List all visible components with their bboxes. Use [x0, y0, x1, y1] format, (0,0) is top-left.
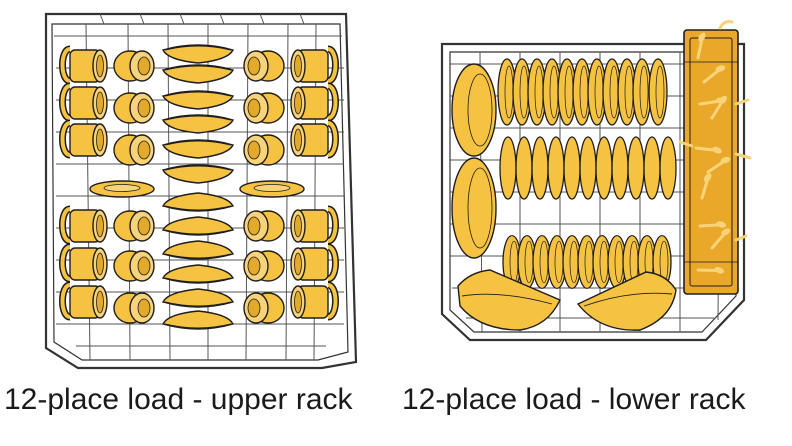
bowl-icon — [162, 264, 234, 284]
saucer-icon — [89, 180, 155, 198]
upper-bottom-bowl-stack — [162, 192, 234, 330]
plate-icon — [627, 136, 645, 200]
mug-icon — [63, 285, 108, 318]
bowl-icon — [162, 139, 234, 159]
cup-icon — [113, 134, 155, 166]
cup-icon — [113, 250, 155, 282]
plate-icon — [659, 136, 677, 200]
cup-icon — [243, 210, 285, 242]
upper-rack — [44, 12, 358, 370]
lower-large-plates — [451, 63, 497, 259]
plate-icon — [451, 157, 497, 259]
saucer-icon — [239, 180, 305, 198]
serving-bowl-icon — [576, 271, 677, 331]
bowl-icon — [162, 114, 234, 134]
upper-rack-frame — [44, 12, 358, 370]
plate-icon — [643, 136, 661, 200]
upper-top-bowl-stack — [162, 44, 234, 184]
plate-icon — [547, 136, 565, 200]
plate-icon — [632, 58, 652, 126]
cup-icon — [243, 292, 285, 324]
mug-icon — [291, 209, 336, 242]
lower-rack-frame — [440, 42, 746, 342]
mug-icon — [291, 123, 336, 156]
plate-icon — [648, 58, 668, 126]
mug-icon — [63, 247, 108, 280]
bowl-icon — [162, 310, 234, 330]
plate-icon — [611, 136, 629, 200]
cup-icon — [243, 250, 285, 282]
cup-icon — [113, 292, 155, 324]
mug-icon — [291, 247, 336, 280]
cup-icon — [113, 92, 155, 124]
bowl-icon — [162, 64, 234, 84]
bowl-icon — [162, 216, 234, 236]
plate-icon — [451, 63, 497, 157]
mug-icon — [63, 123, 108, 156]
cup-icon — [113, 210, 155, 242]
cup-icon — [113, 50, 155, 82]
mug-icon — [291, 285, 336, 318]
silverware-basket-icon — [678, 20, 752, 295]
lower-rack-caption: 12-place load - lower rack — [402, 383, 746, 416]
bowl-icon — [162, 240, 234, 260]
lower-plate-row-top — [497, 58, 668, 126]
plate-icon — [579, 136, 597, 200]
plate-icon — [515, 136, 533, 200]
plate-icon — [499, 136, 517, 200]
mug-icon — [63, 49, 108, 82]
lower-rack — [440, 20, 752, 342]
mug-icon — [63, 86, 108, 119]
mug-icon — [291, 86, 336, 119]
bowl-icon — [162, 164, 234, 184]
cup-icon — [243, 92, 285, 124]
plate-icon — [595, 136, 613, 200]
plate-icon — [563, 136, 581, 200]
mug-icon — [63, 209, 108, 242]
plate-icon — [531, 136, 549, 200]
upper-rack-caption: 12-place load - upper rack — [4, 383, 353, 416]
mug-icon — [291, 49, 336, 82]
bowl-icon — [162, 44, 234, 64]
lower-plate-row-middle — [499, 136, 677, 200]
bowl-icon — [162, 90, 234, 110]
cup-icon — [243, 134, 285, 166]
cup-icon — [243, 50, 285, 82]
serving-bowl-icon — [457, 269, 561, 331]
